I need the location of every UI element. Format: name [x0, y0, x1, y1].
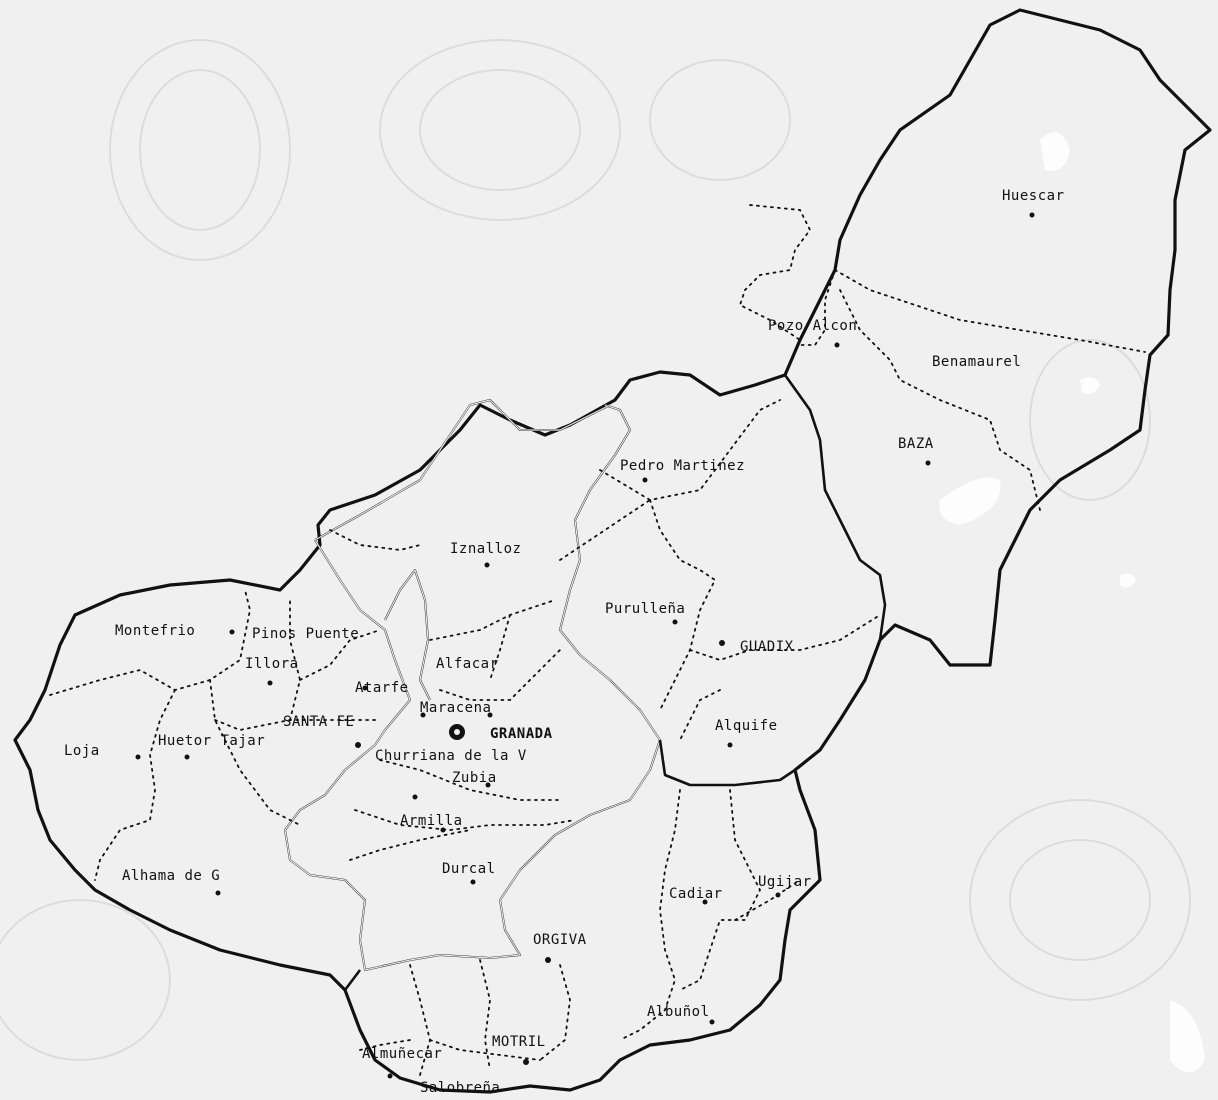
- label-orgiva: ORGIVA: [533, 932, 587, 948]
- label-pinos-puente: Pinos Puente: [252, 626, 359, 642]
- label-baza: BAZA: [898, 436, 934, 452]
- label-purullena: Purulleña: [605, 601, 685, 617]
- label-almunecar: Almuñecar: [362, 1046, 442, 1062]
- label-churriana: Churriana de la V: [375, 748, 527, 764]
- label-maracena: Maracena: [420, 700, 491, 716]
- label-pedro-martinez: Pedro Martinez: [620, 458, 745, 474]
- label-illora: Illora: [245, 656, 299, 672]
- label-salobrena: Salobreña: [420, 1080, 500, 1096]
- label-benamaurel: Benamaurel: [932, 354, 1021, 370]
- label-alfacar: Alfacar: [436, 656, 499, 672]
- label-guadix: GUADIX: [740, 639, 794, 655]
- label-montefrio: Montefrio: [115, 623, 195, 639]
- town-labels: Huescar Pozo Alcon Benamaurel BAZA Pedro…: [64, 188, 1065, 1096]
- central-region-boundary: [284, 399, 661, 971]
- scan-blotches: [939, 132, 1205, 1073]
- label-santa-fe: SANTA FE: [283, 714, 354, 730]
- province-boundary: [13, 8, 1212, 1094]
- label-iznalloz: Iznalloz: [450, 541, 521, 557]
- internal-dotted-lines: [49, 204, 1146, 1076]
- label-armilla: Armilla: [400, 813, 463, 829]
- town-markers: [135, 212, 1035, 1079]
- label-albunol: Albuñol: [647, 1004, 710, 1020]
- label-cadiar: Cadiar: [669, 886, 723, 902]
- label-alhama: Alhama de G: [122, 868, 220, 884]
- subregion-boundaries: [343, 374, 887, 991]
- label-motril: MOTRIL: [492, 1034, 546, 1050]
- label-pozo-alcon: Pozo Alcon: [768, 318, 857, 334]
- label-atarfe: Atarfe: [355, 680, 409, 696]
- label-loja: Loja: [64, 743, 100, 759]
- label-ugijar: Ugijar: [758, 874, 812, 890]
- label-huetor-tajar: Huetor Tajar: [158, 733, 265, 749]
- background-texture: [0, 39, 1191, 1061]
- label-durcal: Durcal: [442, 861, 496, 877]
- label-granada: GRANADA: [490, 726, 553, 742]
- label-zubia: Zubia: [452, 770, 497, 786]
- label-alquife: Alquife: [715, 718, 778, 734]
- label-huescar: Huescar: [1002, 188, 1065, 204]
